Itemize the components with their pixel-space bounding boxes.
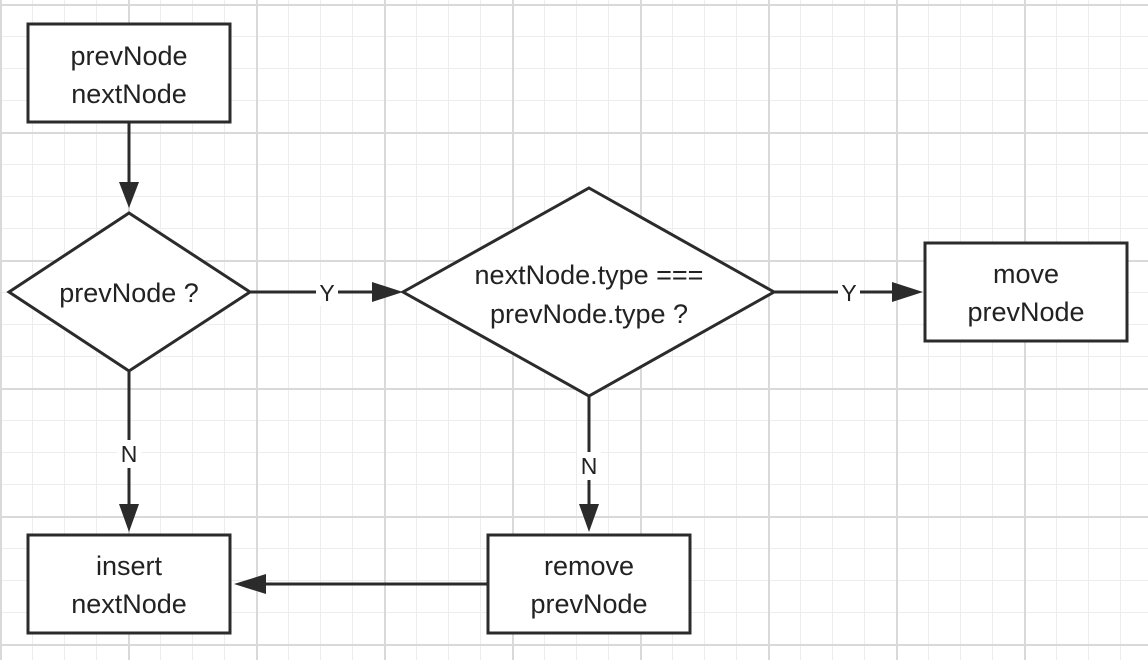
node-move-line2: prevNode: [967, 297, 1084, 327]
edge-label-text: Y: [841, 280, 856, 306]
node-check-type: nextNode.type === prevNode.type ?: [399, 186, 778, 398]
arrowhead: [892, 282, 923, 302]
edge-label-text: N: [121, 441, 138, 467]
edge-start-to-check-prev: [119, 123, 139, 208]
arrowhead: [579, 504, 599, 532]
edge-remove-to-insert: [234, 574, 487, 594]
node-insert-line2: nextNode: [71, 589, 187, 619]
edge-check-prev-yes: [250, 282, 403, 302]
node-check-type-line2: prevNode.type ?: [490, 299, 688, 329]
node-start-line1: prevNode: [70, 41, 187, 71]
node-check-type-line1: nextNode.type ===: [475, 260, 704, 290]
node-remove-line1: remove: [544, 551, 634, 581]
edge-check-type-yes: [774, 282, 923, 302]
node-move-line1: move: [993, 259, 1059, 289]
arrowhead: [372, 282, 403, 302]
node-start: prevNode nextNode: [26, 22, 232, 124]
edge-label-type-yes: Y: [838, 280, 860, 306]
arrowhead: [119, 182, 139, 208]
node-insert-line1: insert: [96, 551, 163, 581]
edge-label-text: N: [581, 453, 598, 479]
edge-label-type-no: N: [577, 452, 601, 480]
node-check-prev-text: prevNode ?: [59, 278, 199, 308]
node-check-prev: prevNode ?: [6, 211, 253, 373]
edge-label-prev-no: N: [117, 440, 141, 468]
edge-label-prev-yes: Y: [316, 280, 338, 306]
node-remove: remove prevNode: [486, 533, 692, 635]
node-start-line2: nextNode: [71, 79, 187, 109]
node-insert: insert nextNode: [26, 533, 232, 635]
edge-label-text: Y: [319, 280, 334, 306]
node-remove-line2: prevNode: [530, 589, 647, 619]
node-move: move prevNode: [923, 241, 1129, 343]
arrowhead: [234, 574, 266, 594]
arrowhead: [119, 504, 139, 532]
